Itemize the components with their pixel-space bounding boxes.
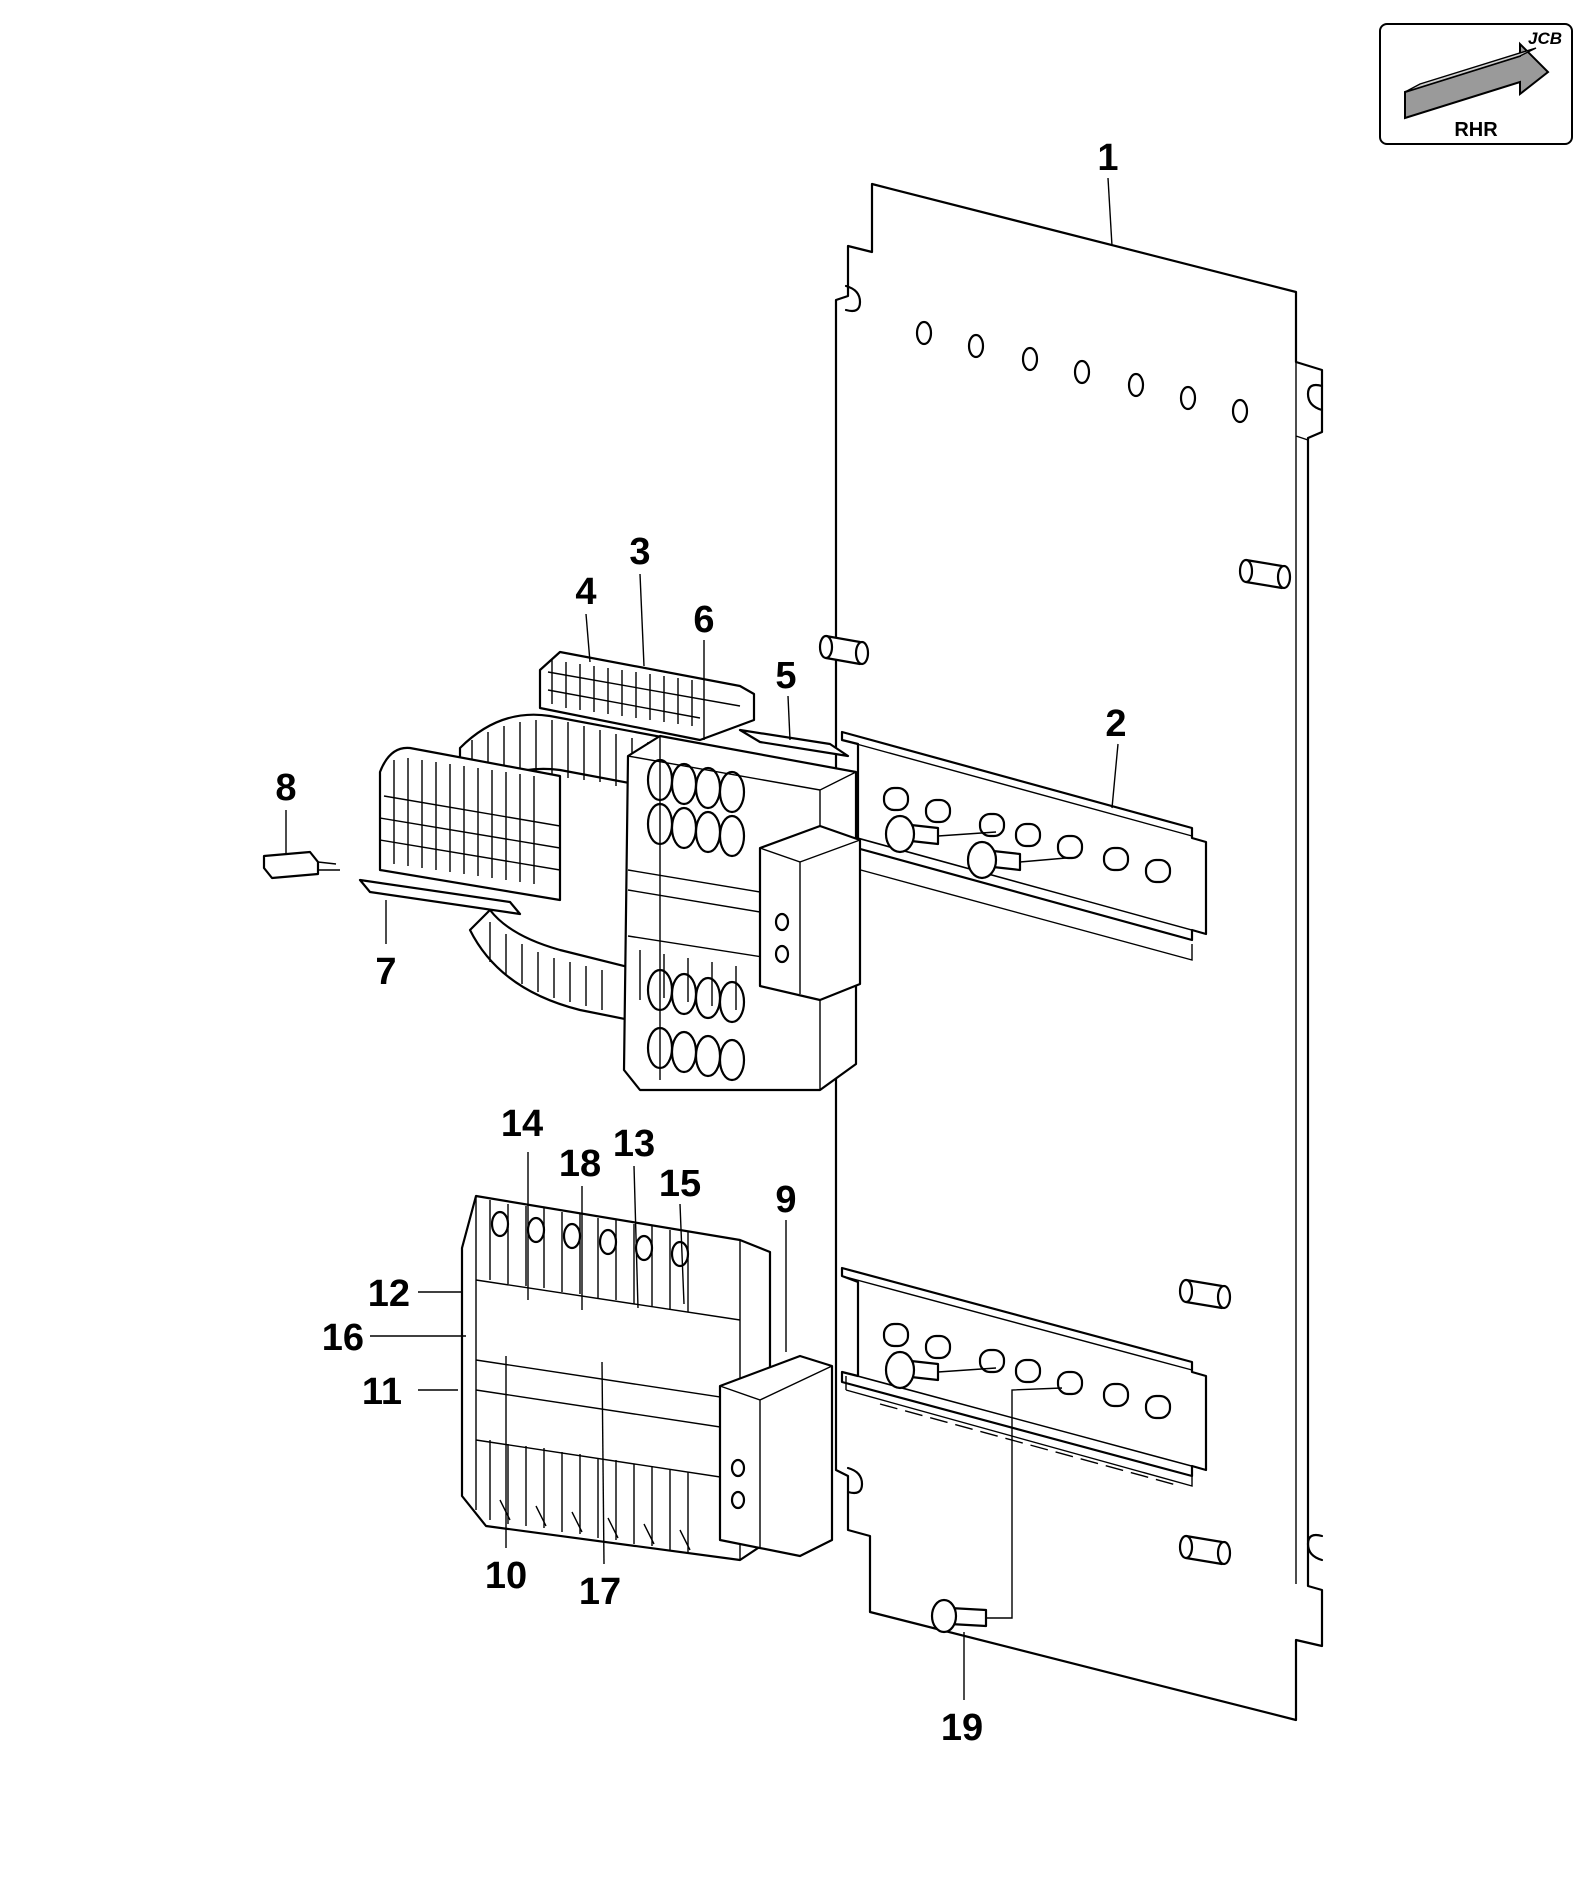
callout-12: 12: [368, 1273, 410, 1315]
leader-lines: [285, 177, 1119, 1700]
callout-11: 11: [362, 1371, 402, 1413]
lower-terminal-assembly: [460, 1194, 834, 1562]
rail-screw: [884, 814, 997, 854]
callout-17: 17: [579, 1571, 621, 1613]
callout-19: 19: [941, 1707, 983, 1749]
upper-terminal-assembly: [262, 650, 862, 1092]
callout-10: 10: [485, 1555, 527, 1597]
view-orientation-badge: JCB RHR: [1379, 23, 1573, 145]
rail-slots: [882, 786, 1172, 884]
fuse-holders-top: [646, 758, 746, 858]
callout-13: 13: [613, 1123, 655, 1165]
callout-labels: 1 2 3 4 5 6 7 8 9 10 11 12 13 14 15 16 1…: [275, 137, 1126, 1749]
callout-7: 7: [375, 951, 396, 993]
callout-9: 9: [775, 1179, 796, 1221]
rail-screw: [884, 1350, 997, 1390]
mounting-screw: [930, 1387, 1063, 1634]
panel-stud: [818, 634, 870, 666]
callout-18: 18: [559, 1143, 601, 1185]
terminal-clamps-top: [489, 1200, 690, 1312]
callout-8: 8: [275, 767, 296, 809]
panel-stud: [1178, 1534, 1232, 1566]
callout-2: 2: [1105, 703, 1126, 745]
panel-stud: [1178, 1278, 1232, 1310]
callout-16: 16: [322, 1317, 364, 1359]
callout-1: 1: [1097, 137, 1118, 179]
panel-stud: [1238, 558, 1292, 590]
callout-4: 4: [575, 571, 596, 613]
terminal-clamps-bottom: [489, 1440, 691, 1552]
panel-holes-row: [915, 320, 1249, 424]
brand-logo: JCB: [1528, 29, 1562, 48]
callout-14: 14: [501, 1103, 543, 1145]
view-label: RHR: [1454, 119, 1498, 141]
callout-6: 6: [693, 599, 714, 641]
din-rail-lower: [840, 1266, 1208, 1487]
callout-3: 3: [629, 531, 650, 573]
callout-5: 5: [775, 655, 796, 697]
rail-slots: [882, 1322, 1172, 1420]
rail-screw: [966, 840, 1067, 880]
mounting-panel: [818, 182, 1324, 1722]
fuse-holders-bottom: [646, 968, 746, 1082]
callout-15: 15: [659, 1163, 701, 1205]
